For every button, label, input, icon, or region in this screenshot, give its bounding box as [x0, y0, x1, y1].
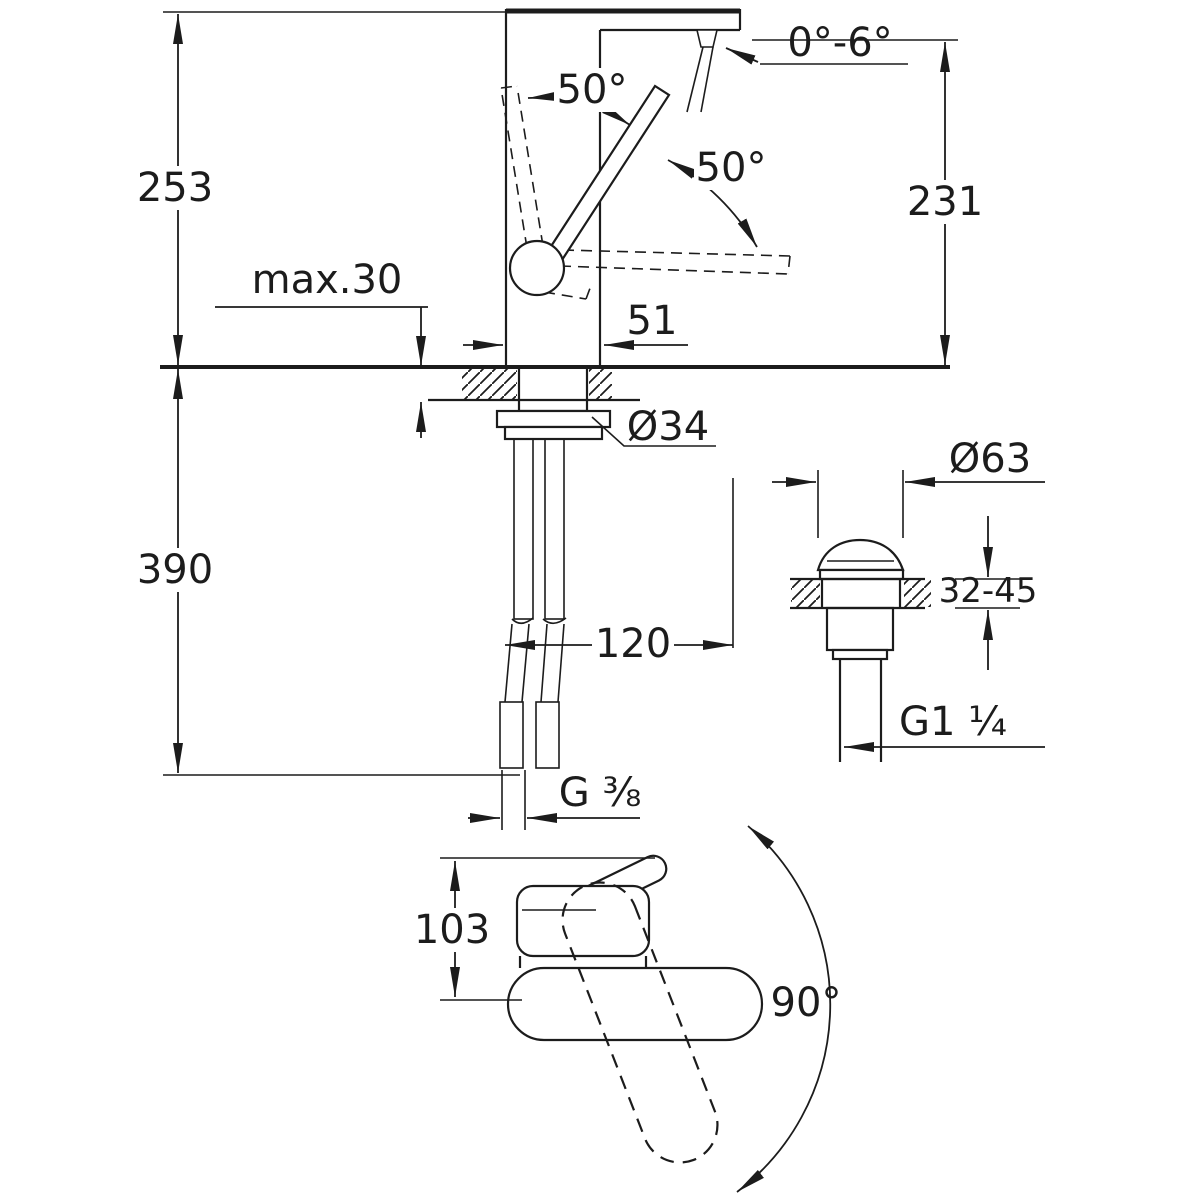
lever-up-position	[500, 87, 528, 249]
dim-hose-length-label: 120	[595, 621, 671, 667]
mounting-shank	[517, 365, 589, 413]
dim-waste-diameter-label: Ø63	[949, 436, 1031, 482]
stream-line-right	[700, 46, 714, 113]
waste-dimensions: Ø63 32-45 G1 ¹⁄₄	[772, 436, 1045, 752]
dim-aerator-tilt-label: 0°-6°	[787, 20, 892, 66]
supply-hose-left	[513, 438, 534, 620]
hose-fitting-left	[499, 701, 524, 769]
waste-dome-cap	[816, 538, 905, 572]
supply-hose-right	[544, 438, 565, 620]
spout-top-view	[506, 966, 764, 1042]
pivot-ball	[508, 239, 566, 297]
dim-supply-thread-label: G ³⁄₈	[559, 770, 641, 816]
body-top-view	[515, 884, 651, 958]
front-view-dimensions: 103	[410, 857, 655, 1001]
dim-body-width-label: 51	[627, 298, 678, 344]
dim-overall-height-label: 253	[137, 165, 213, 211]
under-deck-assembly	[495, 365, 612, 769]
dim-outlet-height-label: 231	[907, 179, 983, 225]
spout-swivelled-position	[561, 881, 719, 1164]
dim-waste-thread-label: G1 ¹⁄₄	[899, 699, 1007, 745]
mounting-washer	[503, 425, 604, 441]
waste-threaded-body	[825, 606, 895, 652]
dim-max-deck-label: max.30	[252, 257, 403, 303]
dim-swivel-angle-label: 90°	[771, 980, 842, 1026]
counter-cross-section	[462, 369, 612, 399]
popup-waste-assembly	[790, 538, 1020, 762]
dim-below-deck-label: 390	[137, 547, 213, 593]
swivel-arc	[736, 825, 832, 1193]
waste-flange	[818, 568, 905, 581]
dim-front-height-label: 103	[414, 907, 490, 953]
hose-fitting-right	[535, 701, 560, 769]
side-view-dimensions: 253 390 max.30 51 Ø34 120 G ³⁄₈ 0°-6° 50…	[134, 11, 988, 830]
faucet-front-view: 90°	[506, 825, 842, 1193]
dim-hole-diameter-label: Ø34	[627, 404, 709, 450]
dim-lever-lift-angle-label: 50°	[557, 67, 628, 113]
aerator	[695, 29, 719, 48]
stream-line-left	[686, 46, 704, 113]
dim-waste-deck-range-label: 32-45	[939, 571, 1038, 611]
lever-side-position	[562, 249, 791, 257]
counter-deck	[160, 365, 950, 402]
dim-lever-swivel-angle-label: 50°	[696, 145, 767, 191]
